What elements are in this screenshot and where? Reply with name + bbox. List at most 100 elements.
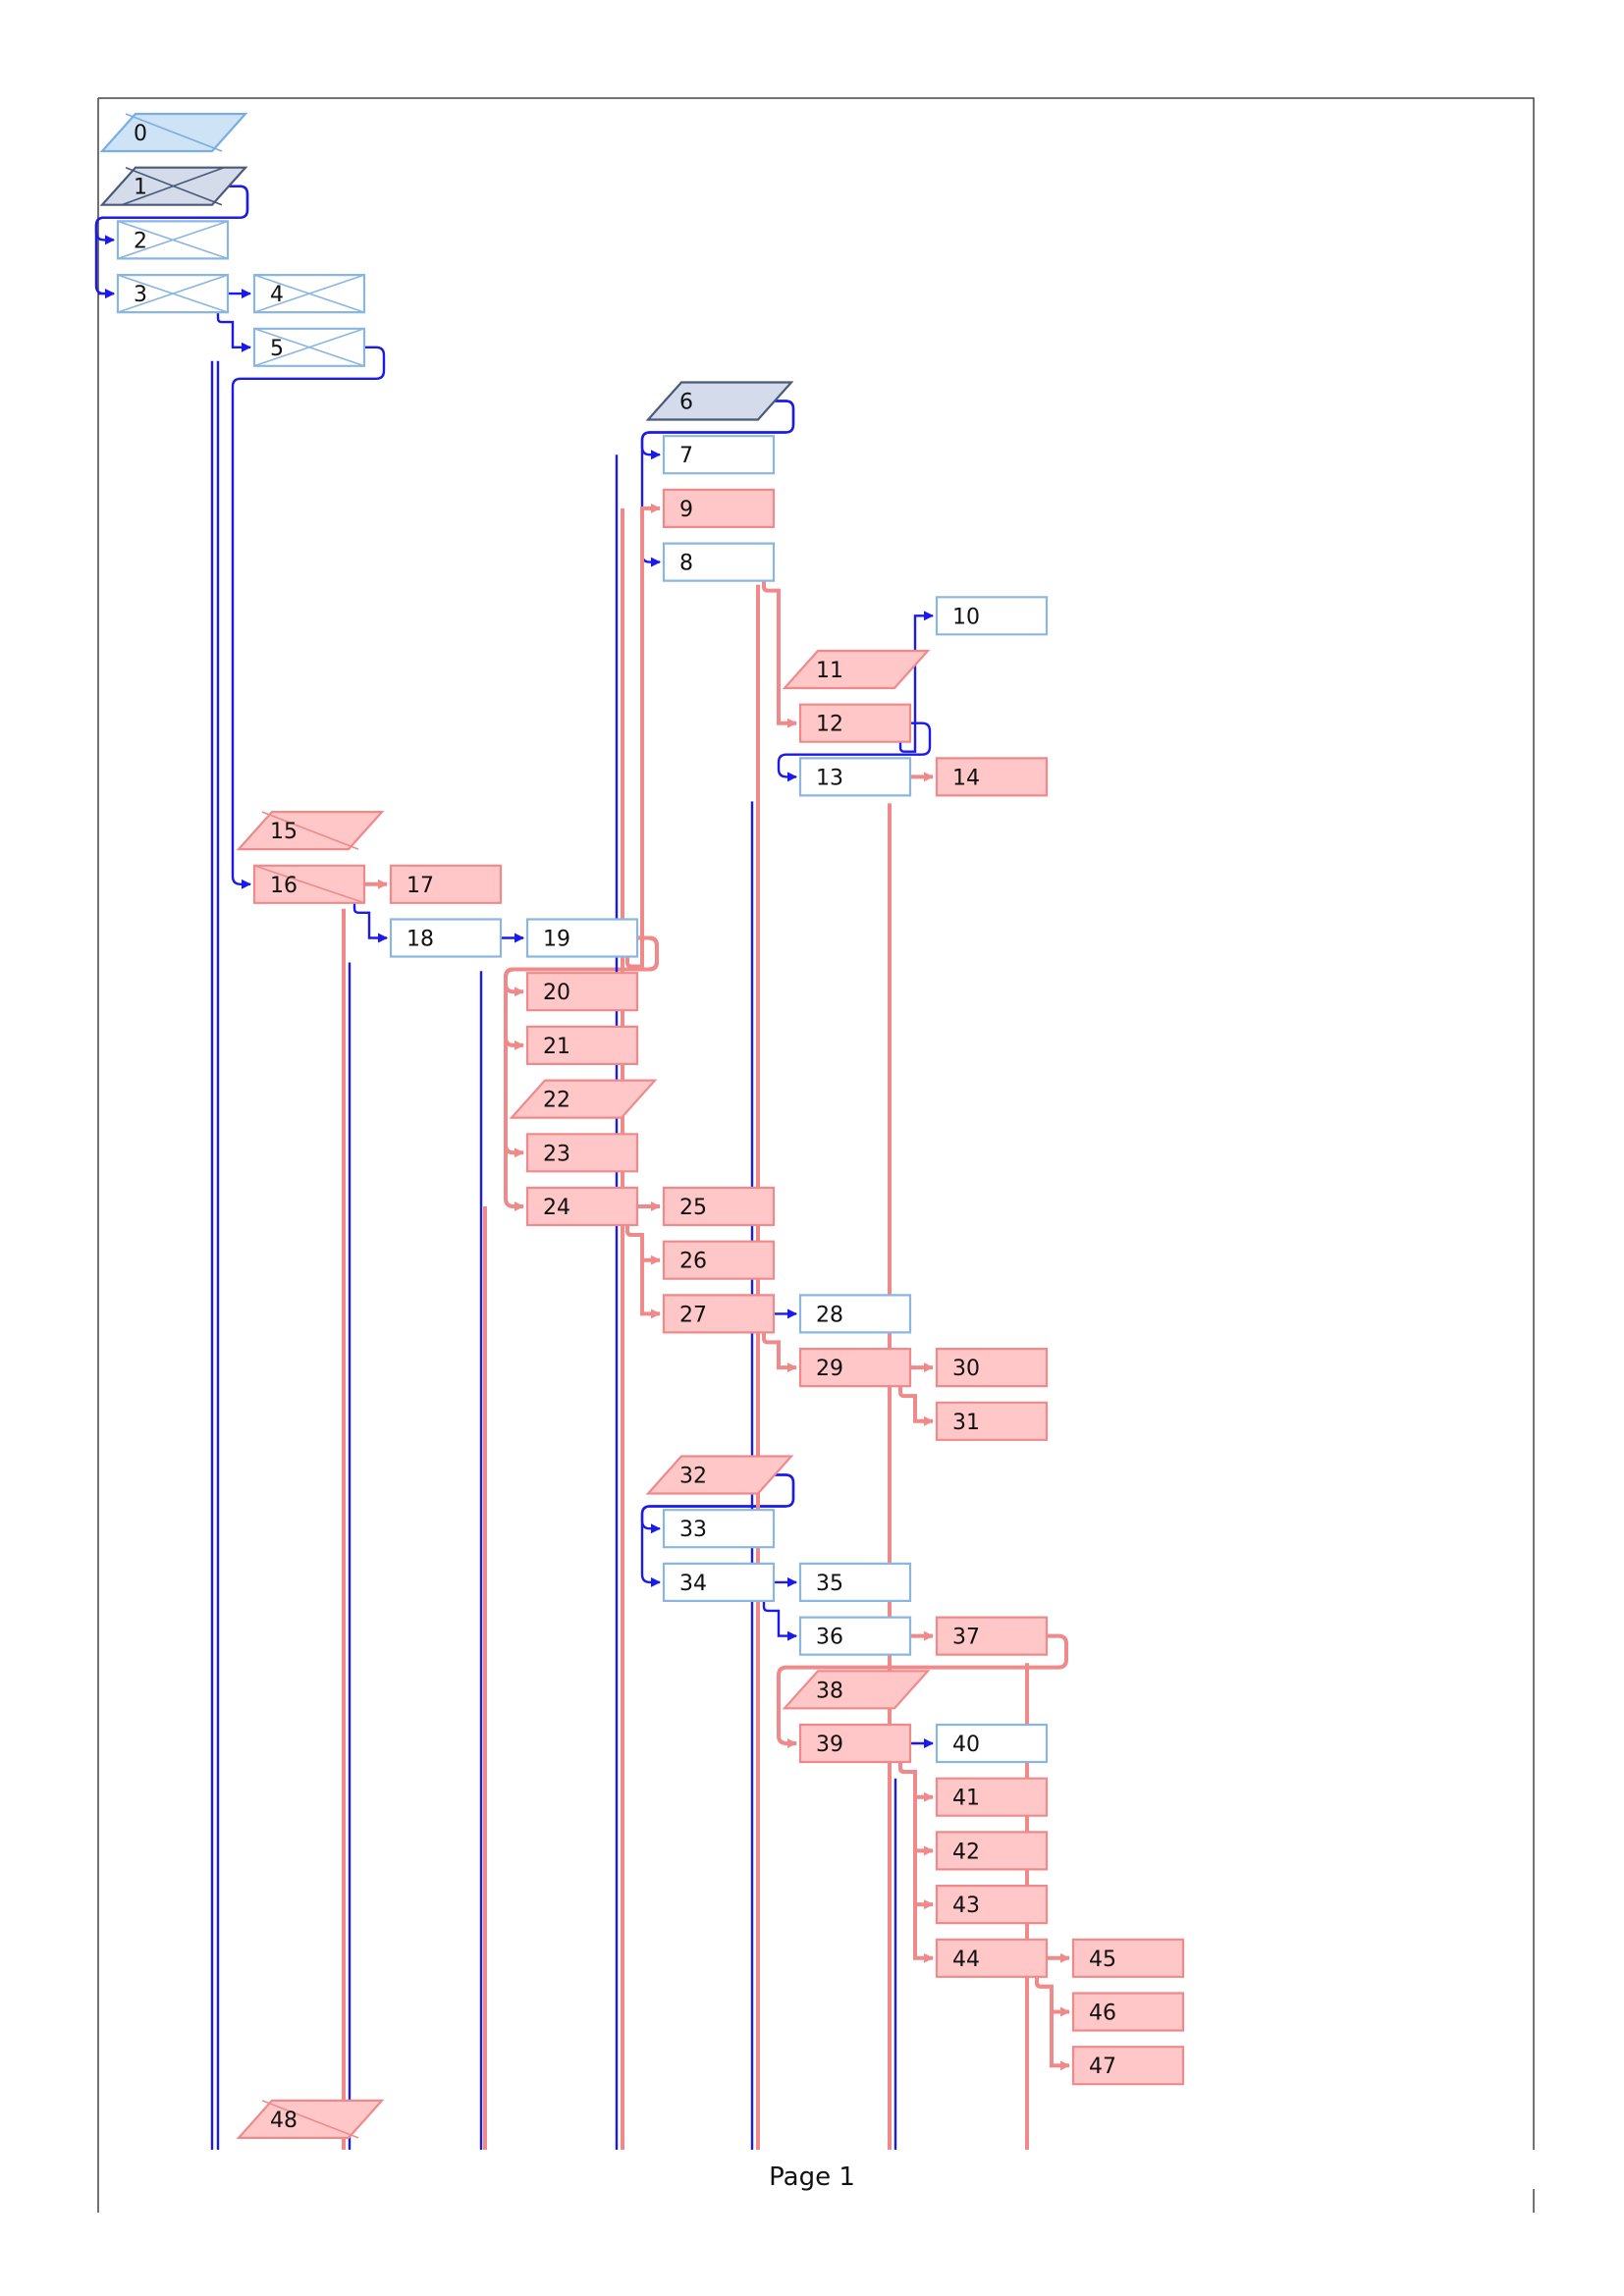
node-parallelogram xyxy=(782,649,931,690)
node-label: 46 xyxy=(1089,2002,1116,2026)
node-label: 0 xyxy=(134,122,147,146)
node-label: 45 xyxy=(1089,1948,1116,1972)
node-box xyxy=(1071,2046,1185,2086)
node-17[interactable]: 17 xyxy=(389,864,503,904)
node-4[interactable]: 4 xyxy=(252,274,366,314)
node-12[interactable]: 12 xyxy=(798,703,912,743)
node-label: 16 xyxy=(270,874,298,898)
node-parallelogram xyxy=(782,1670,931,1710)
node-47[interactable]: 47 xyxy=(1071,2046,1185,2086)
node-27[interactable]: 27 xyxy=(662,1294,776,1334)
node-2[interactable]: 2 xyxy=(116,220,230,260)
node-box xyxy=(662,1562,776,1602)
node-label: 39 xyxy=(816,1733,843,1757)
node-46[interactable]: 46 xyxy=(1071,1992,1185,2032)
node-label: 32 xyxy=(679,1465,707,1489)
node-16[interactable]: 16 xyxy=(252,864,366,904)
node-label: 31 xyxy=(952,1411,980,1435)
node-15[interactable]: 15 xyxy=(236,811,385,851)
node-10[interactable]: 10 xyxy=(935,596,1049,636)
node-40[interactable]: 40 xyxy=(935,1723,1049,1764)
node-label: 34 xyxy=(679,1572,707,1596)
node-box xyxy=(662,435,776,475)
node-box xyxy=(935,757,1049,797)
node-11[interactable]: 11 xyxy=(782,649,931,690)
node-label: 37 xyxy=(952,1626,980,1650)
node-14[interactable]: 14 xyxy=(935,757,1049,797)
node-6[interactable]: 6 xyxy=(645,381,794,421)
node-label: 12 xyxy=(816,713,843,737)
node-8[interactable]: 8 xyxy=(662,542,776,582)
node-label: 1 xyxy=(134,176,147,200)
node-box xyxy=(525,1133,639,1173)
node-box xyxy=(798,1348,912,1388)
node-28[interactable]: 28 xyxy=(798,1294,912,1334)
node-box xyxy=(1071,1938,1185,1978)
node-box xyxy=(935,1348,1049,1388)
node-box xyxy=(798,1723,912,1764)
node-parallelogram xyxy=(509,1079,658,1119)
node-label: 13 xyxy=(816,766,843,790)
node-48[interactable]: 48 xyxy=(236,2099,385,2139)
node-label: 42 xyxy=(952,1840,980,1864)
node-box xyxy=(662,1294,776,1334)
node-24[interactable]: 24 xyxy=(525,1186,639,1227)
edge-6-to-8 xyxy=(640,400,795,567)
cross-line-a xyxy=(125,113,223,152)
node-label: 15 xyxy=(270,820,298,844)
node-label: 8 xyxy=(679,552,693,576)
node-23[interactable]: 23 xyxy=(525,1133,639,1173)
node-20[interactable]: 20 xyxy=(525,972,639,1012)
node-34[interactable]: 34 xyxy=(662,1562,776,1602)
node-3[interactable]: 3 xyxy=(116,274,230,314)
node-box xyxy=(935,596,1049,636)
node-box xyxy=(798,1616,912,1656)
node-45[interactable]: 45 xyxy=(1071,1938,1185,1978)
node-0[interactable]: 0 xyxy=(99,112,248,153)
node-box xyxy=(935,1723,1049,1764)
node-31[interactable]: 31 xyxy=(935,1401,1049,1441)
node-5[interactable]: 5 xyxy=(252,327,366,367)
node-box xyxy=(389,918,503,958)
node-label: 44 xyxy=(952,1948,980,1972)
edge-37-to-39 xyxy=(777,1633,1068,1748)
node-30[interactable]: 30 xyxy=(935,1348,1049,1388)
node-box xyxy=(935,1938,1049,1978)
node-41[interactable]: 41 xyxy=(935,1777,1049,1817)
node-19[interactable]: 19 xyxy=(525,918,639,958)
node-1[interactable]: 1 xyxy=(99,166,248,206)
node-label: 5 xyxy=(270,337,284,361)
node-box xyxy=(662,1240,776,1280)
node-43[interactable]: 43 xyxy=(935,1885,1049,1925)
node-32[interactable]: 32 xyxy=(645,1455,794,1495)
node-26[interactable]: 26 xyxy=(662,1240,776,1280)
node-44[interactable]: 44 xyxy=(935,1938,1049,1978)
node-18[interactable]: 18 xyxy=(389,918,503,958)
cross-line-b xyxy=(121,166,225,206)
node-box xyxy=(935,1885,1049,1925)
node-29[interactable]: 29 xyxy=(798,1348,912,1388)
node-label: 38 xyxy=(816,1679,843,1703)
node-13[interactable]: 13 xyxy=(798,757,912,797)
node-38[interactable]: 38 xyxy=(782,1670,931,1710)
node-35[interactable]: 35 xyxy=(798,1562,912,1602)
node-33[interactable]: 33 xyxy=(662,1509,776,1549)
node-21[interactable]: 21 xyxy=(525,1025,639,1065)
node-label: 23 xyxy=(543,1142,570,1166)
node-box xyxy=(662,488,776,528)
edge-24-to-27 xyxy=(625,1225,661,1319)
node-7[interactable]: 7 xyxy=(662,435,776,475)
node-25[interactable]: 25 xyxy=(662,1186,776,1227)
node-9[interactable]: 9 xyxy=(662,488,776,528)
node-22[interactable]: 22 xyxy=(509,1079,658,1119)
node-label: 2 xyxy=(134,229,147,253)
node-label: 14 xyxy=(952,766,980,790)
edge-8-to-12 xyxy=(762,580,797,728)
node-42[interactable]: 42 xyxy=(935,1831,1049,1871)
edge-3-to-5 xyxy=(216,312,251,352)
node-37[interactable]: 37 xyxy=(935,1616,1049,1656)
cross-line-b xyxy=(117,274,229,313)
node-label: 9 xyxy=(679,498,693,522)
node-39[interactable]: 39 xyxy=(798,1723,912,1764)
node-36[interactable]: 36 xyxy=(798,1616,912,1656)
